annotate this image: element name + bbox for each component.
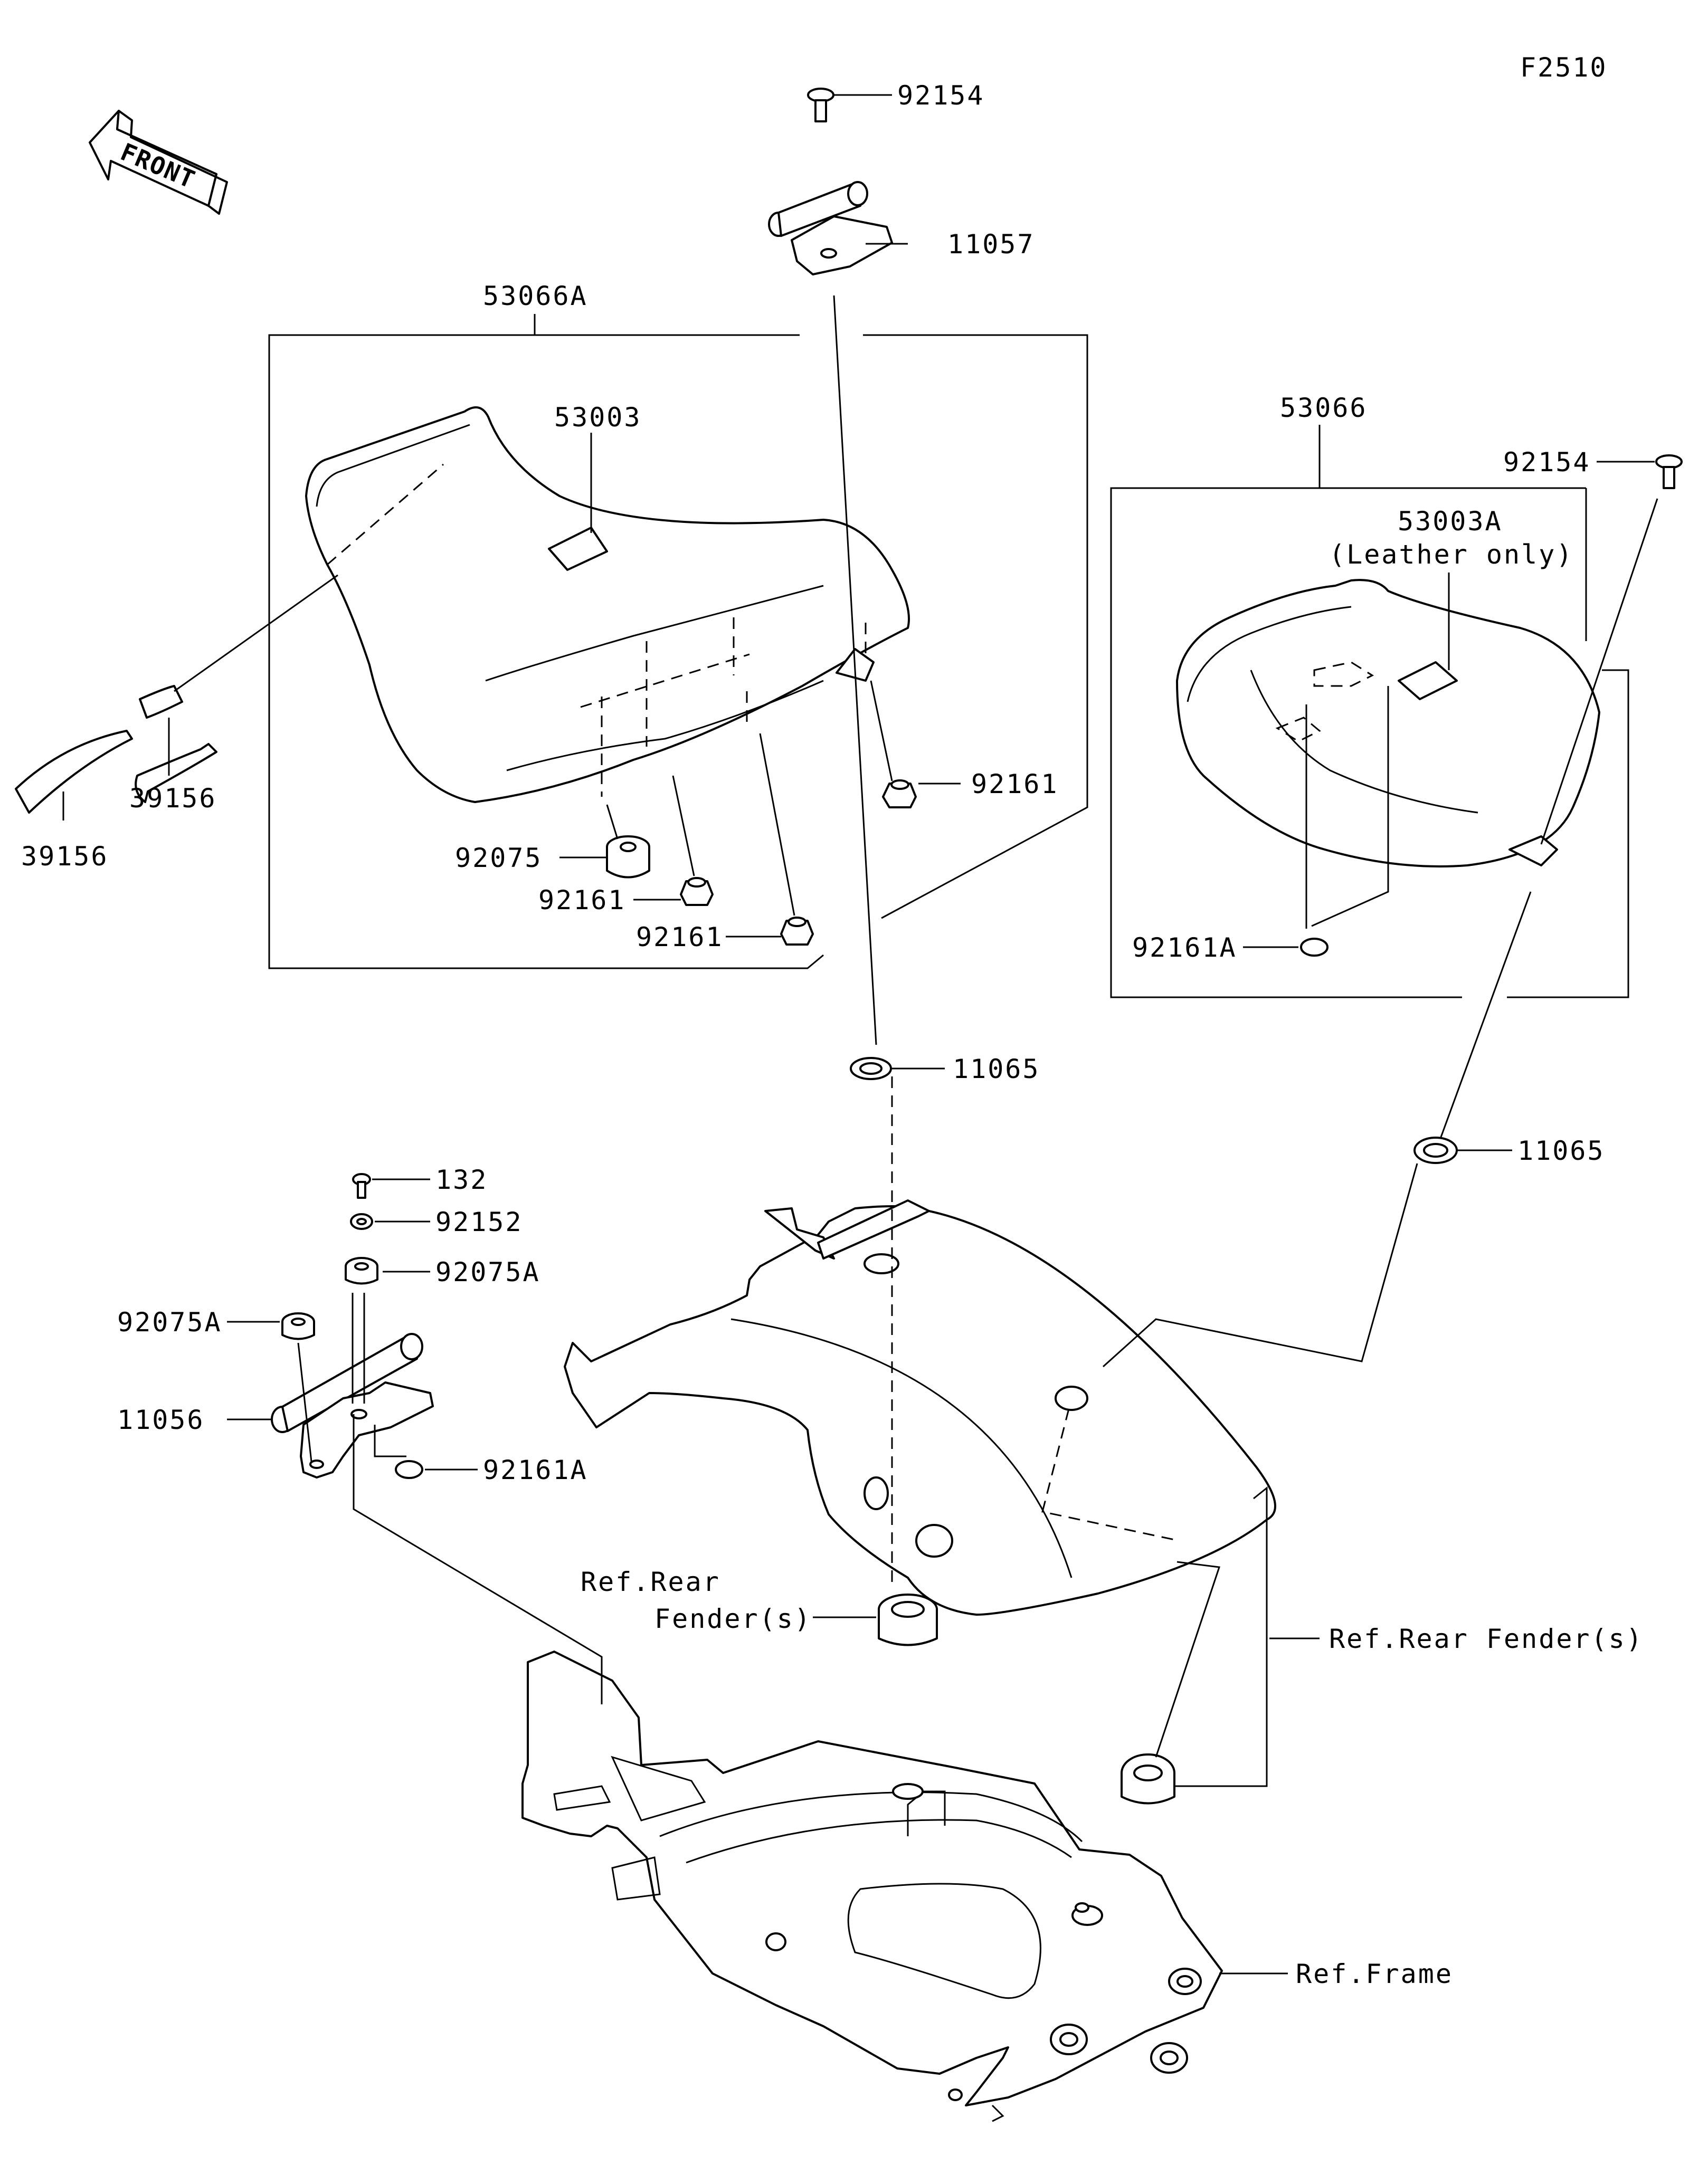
grommet-11065-b <box>1413 1137 1458 1164</box>
label-11065-b: 11065 <box>1517 1136 1605 1166</box>
strap-39156-b <box>139 685 183 719</box>
figure-code: F2510 <box>1520 52 1608 83</box>
washer-92152 <box>350 1213 373 1230</box>
washer-92161A-right <box>1300 938 1329 957</box>
label-92152: 92152 <box>435 1207 523 1237</box>
label-plate-53003A <box>1398 661 1458 700</box>
label-53066: 53066 <box>1280 393 1368 423</box>
grommet-fender-right <box>1121 1753 1175 1805</box>
frame <box>521 1651 1223 2122</box>
label-11065-a: 11065 <box>953 1054 1040 1084</box>
label-92161-a: 92161 <box>971 769 1059 799</box>
front-seat-53066A <box>305 406 910 803</box>
seat-bracket-11057 <box>768 181 893 275</box>
front-arrow-icon: FRONT <box>89 110 228 215</box>
strap-39156-a <box>15 730 217 814</box>
label-92161-b: 92161 <box>538 885 626 915</box>
label-39156-b: 39156 <box>129 783 217 814</box>
label-11057: 11057 <box>947 229 1035 260</box>
nut-92161-c <box>780 917 814 946</box>
bolt-92154-right <box>1655 454 1683 489</box>
front-arrow-label: FRONT <box>117 137 200 194</box>
bolt-92154-top <box>807 88 834 122</box>
label-132: 132 <box>435 1165 488 1195</box>
bolt-132 <box>352 1173 371 1199</box>
label-53066A: 53066A <box>483 281 588 311</box>
grommet-11065-a <box>850 1057 892 1080</box>
label-92075: 92075 <box>455 843 543 873</box>
label-11056: 11056 <box>117 1405 205 1435</box>
grommet-92075A-b <box>281 1312 315 1340</box>
label-plate-53003 <box>548 527 608 571</box>
seat-bracket-11056 <box>271 1333 434 1479</box>
label-ref-rear-line2: Fender(s) <box>654 1604 812 1634</box>
washer-92161A-left <box>395 1460 423 1479</box>
grommet-92075A-a <box>345 1257 378 1285</box>
label-92154-right: 92154 <box>1503 447 1591 478</box>
label-92075A-b: 92075A <box>117 1307 222 1338</box>
label-92154-top: 92154 <box>897 80 985 111</box>
rear-fender <box>564 1199 1276 1616</box>
grommet-92075 <box>606 835 650 879</box>
label-92161A-right: 92161A <box>1132 932 1237 963</box>
label-92161-c: 92161 <box>636 922 724 952</box>
label-leather-only: (Leather only) <box>1329 539 1573 570</box>
grommet-fender-center <box>878 1594 938 1646</box>
nut-92161-b <box>680 877 714 906</box>
label-ref-rear-fenders: Ref.Rear Fender(s) <box>1329 1624 1644 1654</box>
label-ref-frame: Ref.Frame <box>1296 1959 1453 1989</box>
label-39156-a: 39156 <box>21 841 109 872</box>
label-ref-rear-line1: Ref.Rear <box>581 1567 720 1597</box>
label-92075A-a: 92075A <box>435 1257 540 1287</box>
label-92161A-left: 92161A <box>483 1455 588 1485</box>
nut-92161-a <box>882 779 917 808</box>
label-53003: 53003 <box>554 402 642 433</box>
label-53003A: 53003A <box>1398 506 1503 537</box>
